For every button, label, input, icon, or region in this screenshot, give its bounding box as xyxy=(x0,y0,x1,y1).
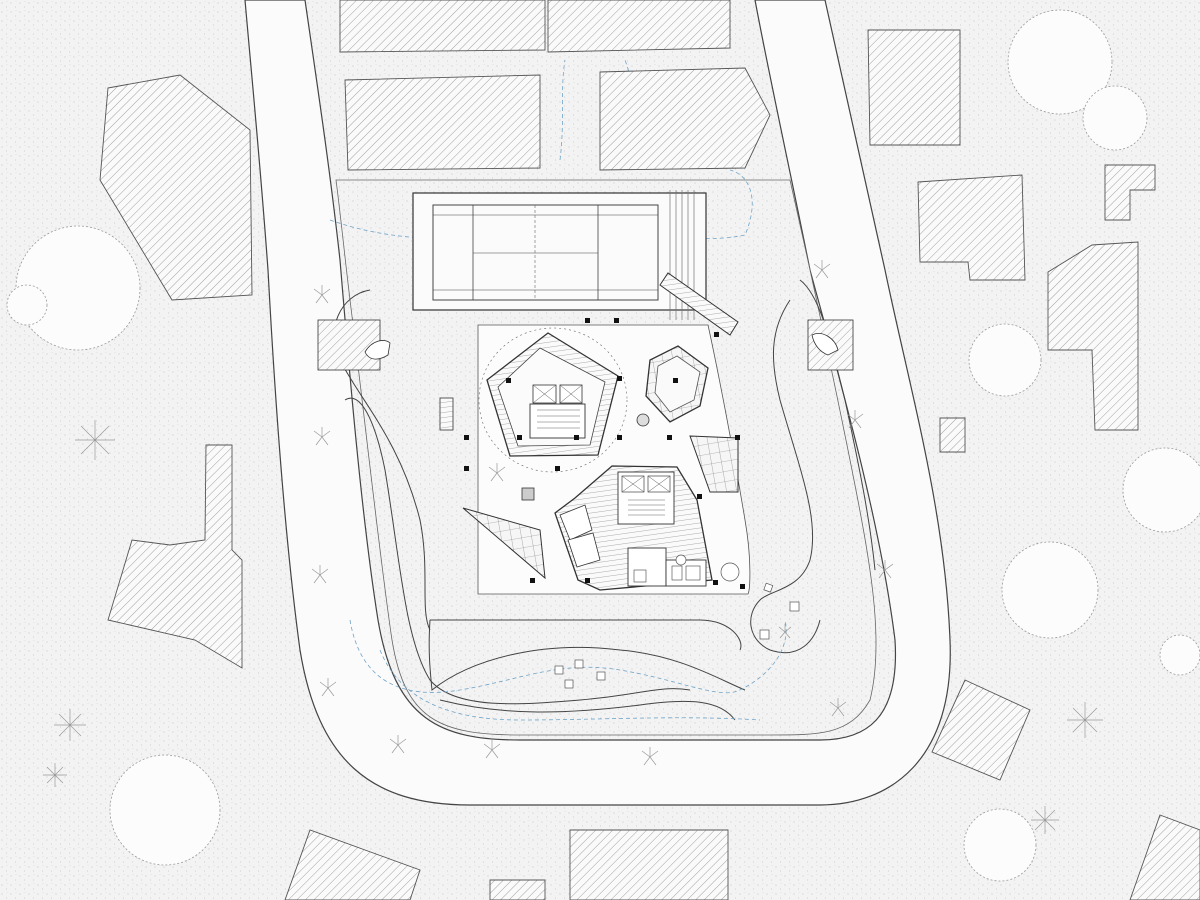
canopy-left xyxy=(462,507,546,580)
canopy-right xyxy=(689,435,739,493)
crosswalk-left xyxy=(317,319,381,371)
neighbor-buildings xyxy=(99,0,1200,900)
perimeter-road xyxy=(244,0,951,806)
pentagon-pavilion xyxy=(486,332,619,457)
pavilion-footprint-outline xyxy=(478,327,628,473)
access-ramp xyxy=(659,272,739,336)
residential-block xyxy=(554,465,713,591)
bench xyxy=(521,487,535,501)
landscape-band-bottom xyxy=(428,619,746,691)
contour-line-4 xyxy=(379,649,761,721)
column-icon xyxy=(464,318,745,589)
kiosk xyxy=(439,397,454,431)
contour-line-3 xyxy=(349,619,787,694)
palm-icon xyxy=(43,260,1103,834)
table-icon xyxy=(554,554,800,689)
landscape-band-right-outer xyxy=(799,279,876,571)
sports-court xyxy=(412,190,707,320)
landscape-band-bottom-inner xyxy=(439,699,736,721)
landscape-band-left xyxy=(344,397,691,705)
landscape-band-left-outer xyxy=(333,289,431,631)
car-icon xyxy=(811,333,839,356)
sculpture xyxy=(636,413,650,427)
car-icon xyxy=(364,340,391,360)
hexagon-pavilion xyxy=(645,345,709,423)
landscape-band-right xyxy=(750,299,821,654)
tree-icon xyxy=(6,9,1200,882)
